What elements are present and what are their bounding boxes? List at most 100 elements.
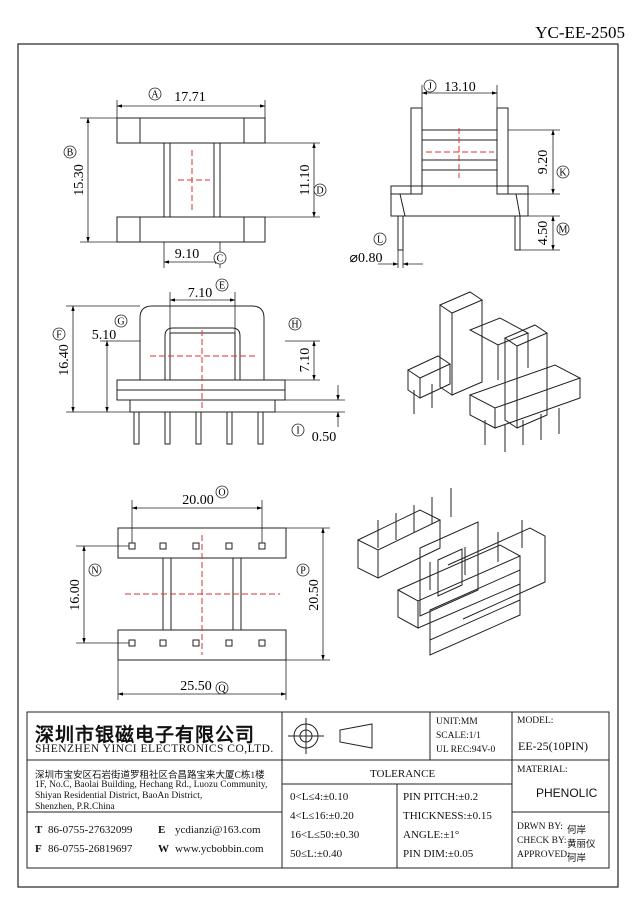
email-address[interactable]: ycdianzi@163.com [175,824,261,836]
ref-letter-i-text: I [296,426,299,437]
drawing-number: YC-EE-2505 [535,23,625,42]
address-cn: 深圳市宝安区石岩街道罗租社区合昌路宝来大厦C栋1楼 [35,771,265,781]
dim-a: 17.71 [174,90,206,105]
ref-letter-q: Q [215,681,229,695]
model-value: EE-25(10PIN) [518,739,588,753]
address-en-1: 1F, No.C, Baolai Building, Hechang Rd., … [35,780,268,790]
tolerance-left-1: 4<L≤16:±0.20 [290,810,354,822]
ref-letter-m-text: M [559,225,568,236]
ref-letter-h-text: H [291,320,298,331]
dim-k: 9.20 [536,150,551,175]
dim-q: 25.50 [180,679,212,694]
ref-letter-h: H [288,317,302,331]
sheet-border [17,43,619,888]
front-view-dims [80,100,320,268]
website[interactable]: www.ycbobbin.com [175,843,264,855]
ref-letter-m: M [556,222,570,236]
ref-letter-o: O [215,485,229,499]
dim-p: 20.50 [307,579,322,611]
approved-name: 何岸 [567,854,587,864]
tolerance-right-3: PIN DIM:±0.05 [403,848,474,860]
side-view [390,107,529,251]
bottom-view-dims [76,500,330,700]
ref-letter-n-text: N [91,566,98,577]
ref-letter-e: E [215,278,229,292]
ul-rec: UL REC:94V-0 [436,745,496,755]
ref-letter-c-text: C [217,254,224,265]
ref-letter-q-text: Q [218,684,226,695]
web-key: W [158,843,169,855]
tolerance-right-1: THICKNESS:±0.15 [403,810,492,822]
ref-letter-d: D [313,183,327,197]
dim-n: 16.00 [68,579,83,611]
ref-letter-f: F [52,327,66,341]
ref-letter-o-text: O [218,488,225,499]
ref-letter-g: G [114,314,128,328]
drawn-by-name: 何岸 [567,826,587,836]
material-value: PHENOLIC [536,786,598,800]
ref-letter-k-text: K [559,168,567,179]
tolerance-left-0: 0<L≤4:±0.10 [290,791,349,803]
ref-letter-g-text: G [117,317,124,328]
ref-letter-p-text: P [300,566,306,577]
address-en-3: Shenzhen, P.R.China [35,802,115,812]
tel-number: 86-0755-27632099 [48,824,133,836]
projection-symbol [288,718,373,754]
email-key: E [158,824,166,836]
ref-letter-l: L [373,232,387,246]
material-label: MATERIAL: [517,765,568,775]
dim-c: 9.10 [175,247,200,262]
dim-h: 7.10 [298,348,313,373]
ref-letter-n: N [88,563,102,577]
ref-letter-e-text: E [219,281,225,292]
tolerance-right-2: ANGLE:±1° [403,829,460,841]
ref-letter-c: C [213,251,227,265]
fax-number: 86-0755-26819697 [48,843,133,855]
reference-letters: A B C D E F G H I J K L M N O P Q [52,79,570,695]
dim-l: ⌀0.80 [350,251,383,266]
ref-letter-a: A [148,87,162,101]
fax-key: F [35,843,42,855]
isometric-view-bottom [356,488,546,656]
address-en-2: Shiyan Residential District, BaoAn Distr… [35,791,203,801]
front-view [116,117,266,243]
bottom-view [117,527,287,661]
dim-g: 5.10 [92,328,117,343]
tolerance-right-0: PIN PITCH:±0.2 [403,791,479,803]
elevation-view [116,305,286,445]
side-view-dims [378,85,560,268]
tolerance-title: TOLERANCE [370,768,436,780]
dim-d: 11.10 [298,165,313,196]
tel-key: T [35,824,43,836]
company-name-cn: 深圳市银磁电子有限公司 [35,725,256,746]
dim-e: 7.10 [188,286,213,301]
dim-b: 15.30 [72,164,87,196]
company-name-en: SHENZHEN YINCI ELECTRONICS CO,LTD. [35,743,274,755]
elevation-pins [133,411,264,445]
model-label: MODEL: [517,716,554,726]
scale: SCALE:1/1 [436,731,481,741]
approved-label: APPROVED: [517,850,570,860]
dim-m: 4.50 [536,221,551,246]
isometric-view-top [406,291,582,452]
ref-letter-b: B [63,145,77,159]
check-by-name: 黄丽仪 [567,840,596,850]
ref-letter-b-text: B [67,148,74,159]
check-by-label: CHECK BY: [517,836,567,846]
tolerance-left-2: 16<L≤50:±0.30 [290,829,360,841]
title-block [26,711,610,869]
ref-letter-j-text: J [428,82,432,93]
dim-o: 20.00 [182,493,214,508]
dim-j: 13.10 [444,80,476,95]
ref-letter-f-text: F [56,330,62,341]
ref-letter-p: P [296,563,310,577]
ref-letter-l-text: L [377,235,383,246]
drawn-by-label: DRWN BY: [517,822,563,832]
unit: UNIT:MM [436,717,478,727]
ref-letter-j: J [423,79,437,93]
dim-f: 16.40 [57,344,72,376]
elevation-view-dims [66,292,345,427]
ref-letter-i: I [291,423,305,437]
ref-letter-k: K [556,165,570,179]
